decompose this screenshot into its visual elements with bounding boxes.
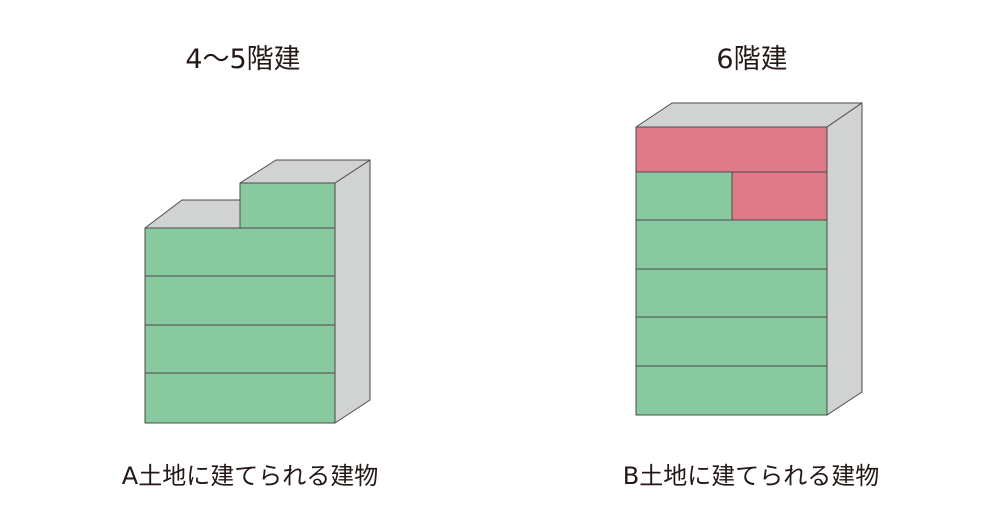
building-a-side-face	[334, 159, 371, 424]
building-b-floor-3	[635, 268, 828, 318]
building-a	[144, 159, 371, 424]
building-b-title: 6階建	[716, 44, 787, 75]
building-b-floor-5-pink-part	[731, 171, 828, 221]
building-b-floor-6	[635, 126, 828, 173]
building-b-roof	[635, 102, 863, 128]
building-b-caption: B土地に建てられる建物	[623, 462, 879, 490]
building-b-floor-4	[635, 219, 828, 270]
building-a-floor-4	[144, 227, 336, 277]
building-a-title: 4～5階建	[185, 44, 300, 75]
building-a-floor-3	[144, 275, 336, 326]
building-a-floor-5-partial	[239, 182, 336, 229]
building-a-floor-1	[144, 372, 336, 424]
building-b-floor-2	[635, 316, 828, 367]
building-b	[635, 102, 863, 416]
building-b-side-face	[826, 102, 863, 416]
building-b-floor-1	[635, 365, 828, 416]
building-a-caption: A土地に建てられる建物	[122, 462, 378, 490]
building-a-floor-2	[144, 324, 336, 374]
building-b-floor-5-green-part	[635, 171, 733, 221]
